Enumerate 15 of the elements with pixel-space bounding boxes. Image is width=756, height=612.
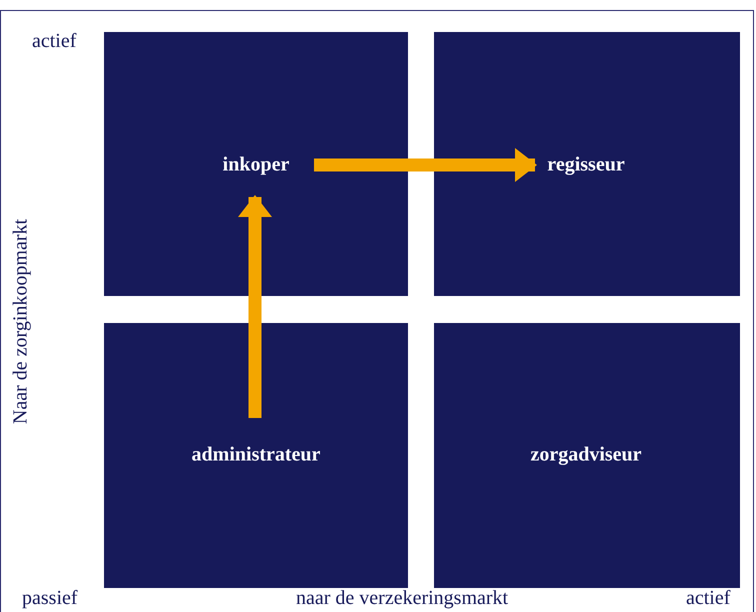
axis-title: Naar de zorginkoopmarkt — [10, 218, 32, 426]
arrow — [314, 148, 537, 182]
axis-label: passief — [22, 587, 78, 610]
quadrant-label: administrateur — [192, 444, 320, 466]
axis-title: naar de verzekeringsmarkt — [296, 587, 508, 610]
axis-label: actief — [32, 30, 76, 53]
quadrant-label: zorgadviseur — [530, 444, 642, 466]
arrow — [238, 195, 272, 418]
quadrant-box — [104, 323, 408, 588]
quadrant-label: inkoper — [222, 154, 290, 176]
axis-label: actief — [686, 587, 730, 610]
quadrant-label: regisseur — [547, 154, 625, 176]
quadrant-box — [434, 32, 740, 296]
quadrant-box — [104, 32, 408, 296]
quadrant-box — [434, 323, 740, 588]
